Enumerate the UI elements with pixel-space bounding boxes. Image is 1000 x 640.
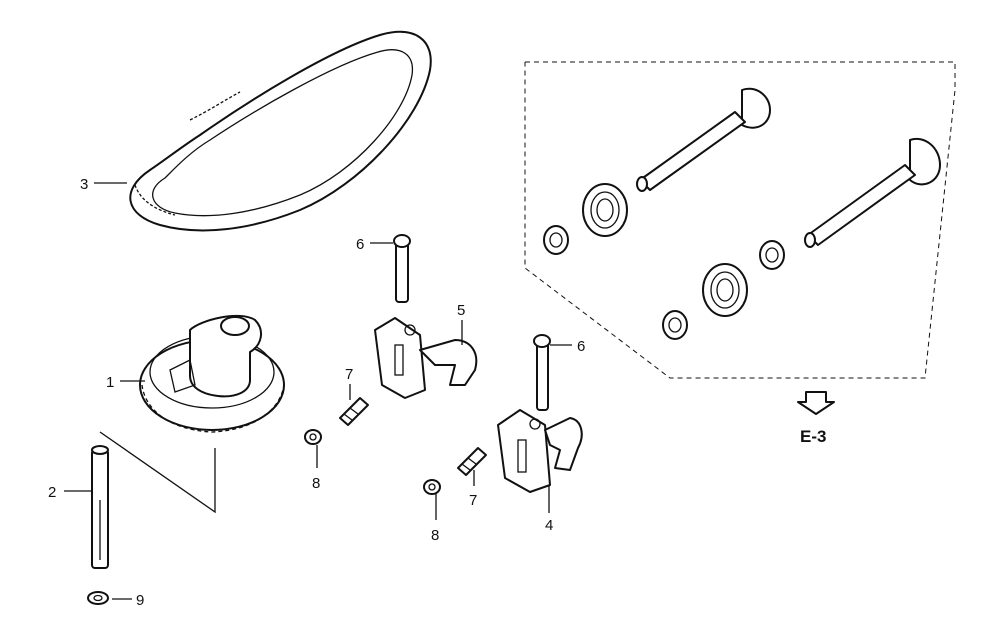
- valve-assembly-lower: [804, 137, 941, 248]
- valve-retainer-upper: [543, 225, 569, 255]
- callout-2: 2: [48, 484, 56, 501]
- rocker-shaft-lower: [533, 334, 551, 411]
- callout-9: 9: [136, 592, 144, 609]
- callout-6-upper: 6: [356, 236, 364, 253]
- callout-6-lower: 6: [577, 338, 585, 355]
- callout-1: 1: [106, 374, 114, 391]
- valve-assembly-upper: [636, 87, 771, 192]
- callout-8-lower: 8: [431, 527, 439, 544]
- valve-spring-lower: [702, 263, 748, 317]
- rocker-arm-upper: [374, 317, 478, 399]
- valve-retainer-lower: [662, 310, 688, 340]
- valve-spring-upper: [582, 183, 628, 237]
- rocker-arm-lower: [497, 409, 583, 493]
- callout-5: 5: [457, 302, 465, 319]
- lock-nut-upper: [304, 429, 322, 445]
- rocker-shaft-upper: [393, 234, 411, 303]
- valve-cotter-lower: [759, 240, 785, 270]
- callout-3: 3: [80, 176, 88, 193]
- adjuster-screw-lower: [457, 447, 487, 476]
- camshaft-pin: [91, 445, 109, 569]
- timing-belt: [129, 30, 432, 232]
- down-arrow-icon: [797, 391, 835, 415]
- reference-label: E-3: [800, 427, 826, 446]
- callout-7-upper: 7: [345, 366, 353, 383]
- adjuster-screw-upper: [339, 397, 369, 426]
- callout-4: 4: [545, 517, 553, 534]
- camshaft-pulley: [139, 314, 285, 433]
- callout-8-upper: 8: [312, 475, 320, 492]
- valve-group-box: [524, 61, 956, 379]
- washer: [87, 591, 109, 605]
- lock-nut-lower: [423, 479, 441, 495]
- leader-lines: [64, 182, 572, 600]
- callout-7-lower: 7: [469, 492, 477, 509]
